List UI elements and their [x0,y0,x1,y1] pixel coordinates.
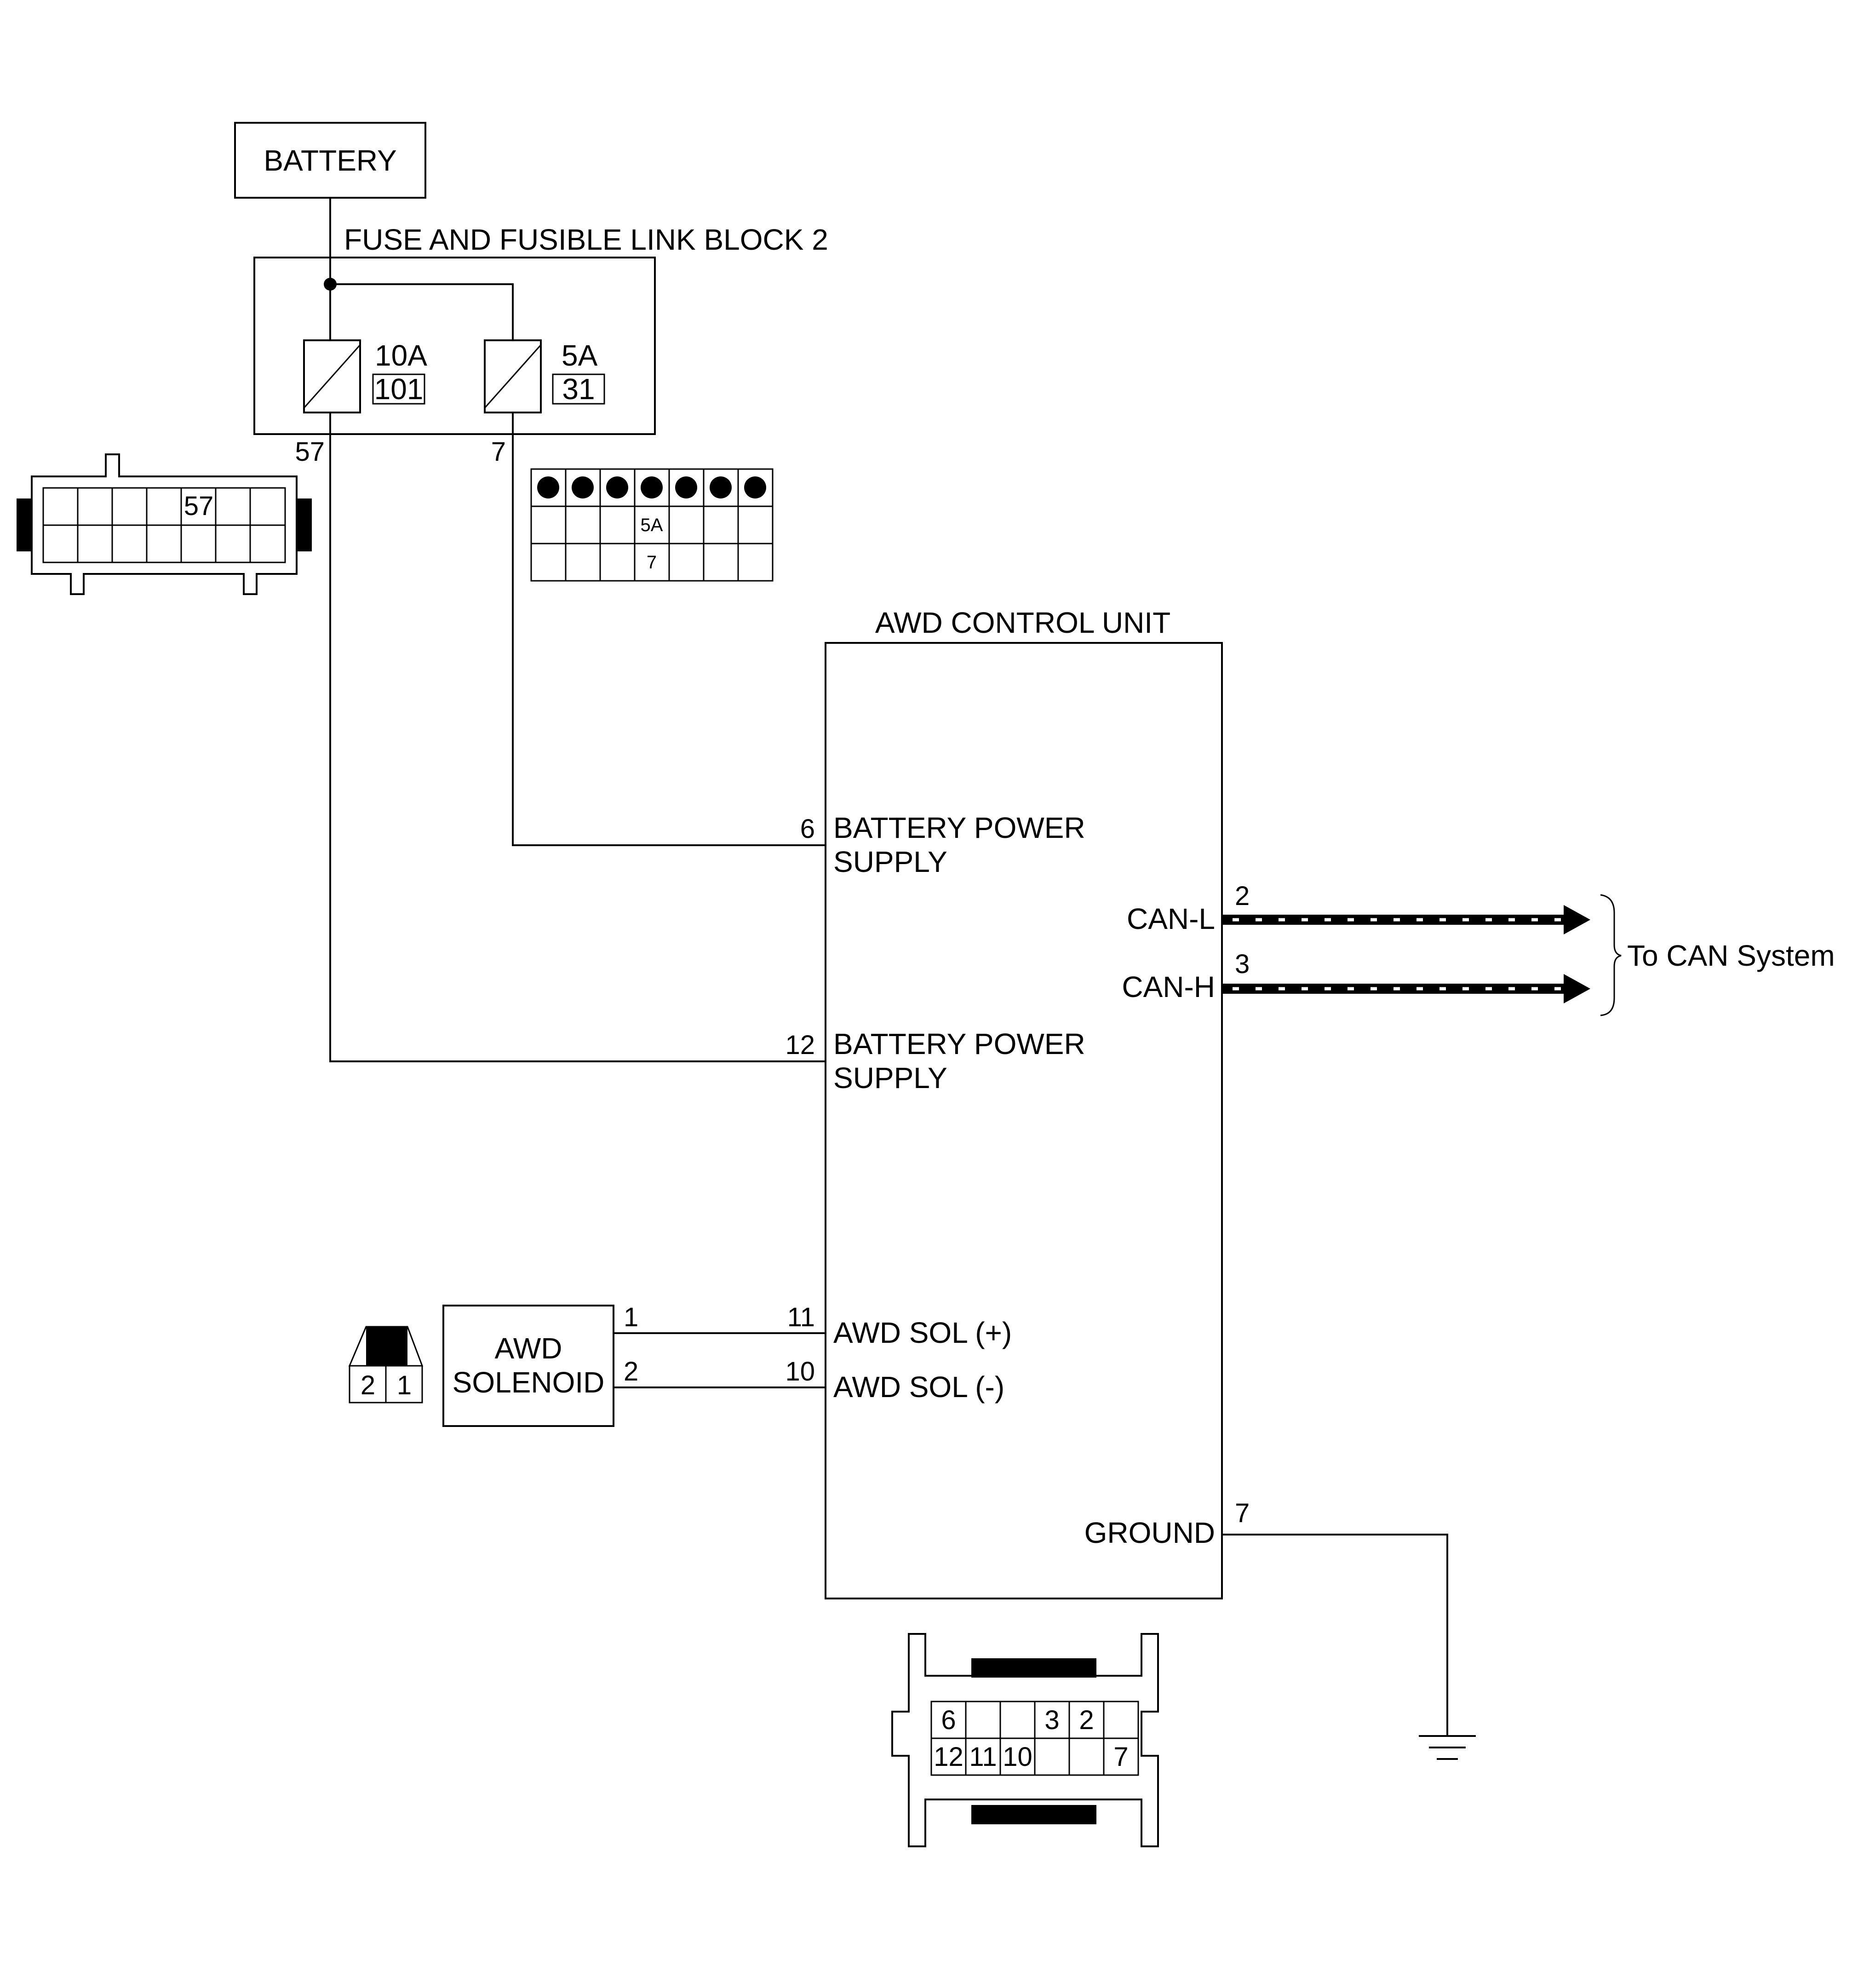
battery: BATTERY [234,122,426,199]
wire-10a-to-pin12 [329,412,826,1062]
pin-12: 12 [785,1030,815,1060]
can-brace [1600,894,1622,1016]
input-12-line1: BATTERY POWER [833,1027,1085,1060]
fuse-5a-number-box [552,373,605,405]
solenoid-pin-minus: 2 [624,1357,638,1386]
output-can-l-label: CAN-L [1127,902,1215,935]
pin-7: 7 [1235,1498,1250,1528]
input-6-line1: BATTERY POWER [833,811,1085,844]
solenoid-label-line2: SOLENOID [453,1366,605,1399]
solenoid-pin-plus: 1 [624,1302,638,1332]
ecu-connector-pin-label: 11 [969,1742,997,1772]
input-12-line2: SUPPLY [833,1061,947,1094]
awd-control-unit: AWD CONTROL UNIT 6 BATTERY POWER SUPPLY … [785,606,1250,1599]
input-6-line2: SUPPLY [833,845,947,878]
fuse-bus-wire [330,283,514,340]
ecu-connector-pin-label: 10 [1003,1742,1032,1772]
ecu-connector-cell [1103,1701,1139,1739]
solenoid-connector: 2 1 [348,1326,424,1404]
fuse-block: FUSE AND FUSIBLE LINK BLOCK 2 10A 101 5A… [253,223,828,467]
fuse-10a-number-box [372,373,425,405]
ecu-connector-cell [965,1701,1001,1739]
ecu-connector-cell [1103,1737,1139,1776]
fuse-5a: 5A 31 [484,339,605,413]
can-h-arrow-icon [1564,974,1590,1003]
ground-wire [1222,1534,1448,1736]
fuse-5a-terminal: 7 [491,437,506,467]
pin-6: 6 [800,814,815,844]
fuse-10a: 10A 101 [303,339,427,413]
awd-solenoid: AWD SOLENOID [442,1305,614,1427]
can-l-line [1222,905,1590,934]
wire-5a-to-pin6 [512,412,826,846]
battery-label: BATTERY [264,144,396,177]
pin-10: 10 [785,1357,815,1386]
ecu-connector-pin-label: 3 [1044,1705,1059,1735]
pin-11: 11 [787,1302,815,1332]
can-h-line [1222,974,1590,1003]
pin-2: 2 [1235,881,1250,911]
ecu-connector-pin-label: 12 [934,1742,963,1772]
control-unit-title: AWD CONTROL UNIT [875,606,1170,639]
fuse-connector: 5A 7 [530,468,774,582]
ecu-connector-pin-label: 2 [1079,1705,1094,1735]
fuse-10a-terminal: 57 [295,437,325,467]
fuse-connector-rating: 5A [641,515,663,535]
fuse-block-title: FUSE AND FUSIBLE LINK BLOCK 2 [344,223,828,256]
input-11-label: AWD SOL (+) [833,1316,1012,1349]
fuse-connector-terminal: 7 [647,552,657,573]
ecu-connector-pin-label: 7 [1113,1742,1128,1772]
ecu-connector-cell [999,1701,1036,1739]
pin-3: 3 [1235,949,1250,979]
solenoid-label-line1: AWD [495,1332,562,1365]
can-l-arrow-icon [1564,905,1590,934]
can-system-label: To CAN System [1627,939,1835,972]
ecu-connector-cell [1068,1737,1105,1776]
fuse-5a-rating: 5A [562,339,598,372]
input-10-label: AWD SOL (-) [833,1370,1004,1404]
fuse-10a-rating: 10A [375,339,427,372]
ground-icon [1419,1735,1476,1760]
fuse-5a-number: 31 [562,372,595,406]
solenoid-connector-pin-a: 2 [361,1370,375,1400]
fuse-10a-number: 101 [374,372,424,406]
output-can-h-label: CAN-H [1122,970,1215,1003]
ecu-connector-pin-label: 6 [941,1705,956,1735]
connector-57: 57 [17,453,312,595]
output-ground-label: GROUND [1084,1516,1215,1549]
connector-57-pin-label: 57 [184,491,214,521]
ecu-connector-cell [1034,1737,1070,1776]
solenoid-connector-pin-b: 1 [397,1370,412,1400]
